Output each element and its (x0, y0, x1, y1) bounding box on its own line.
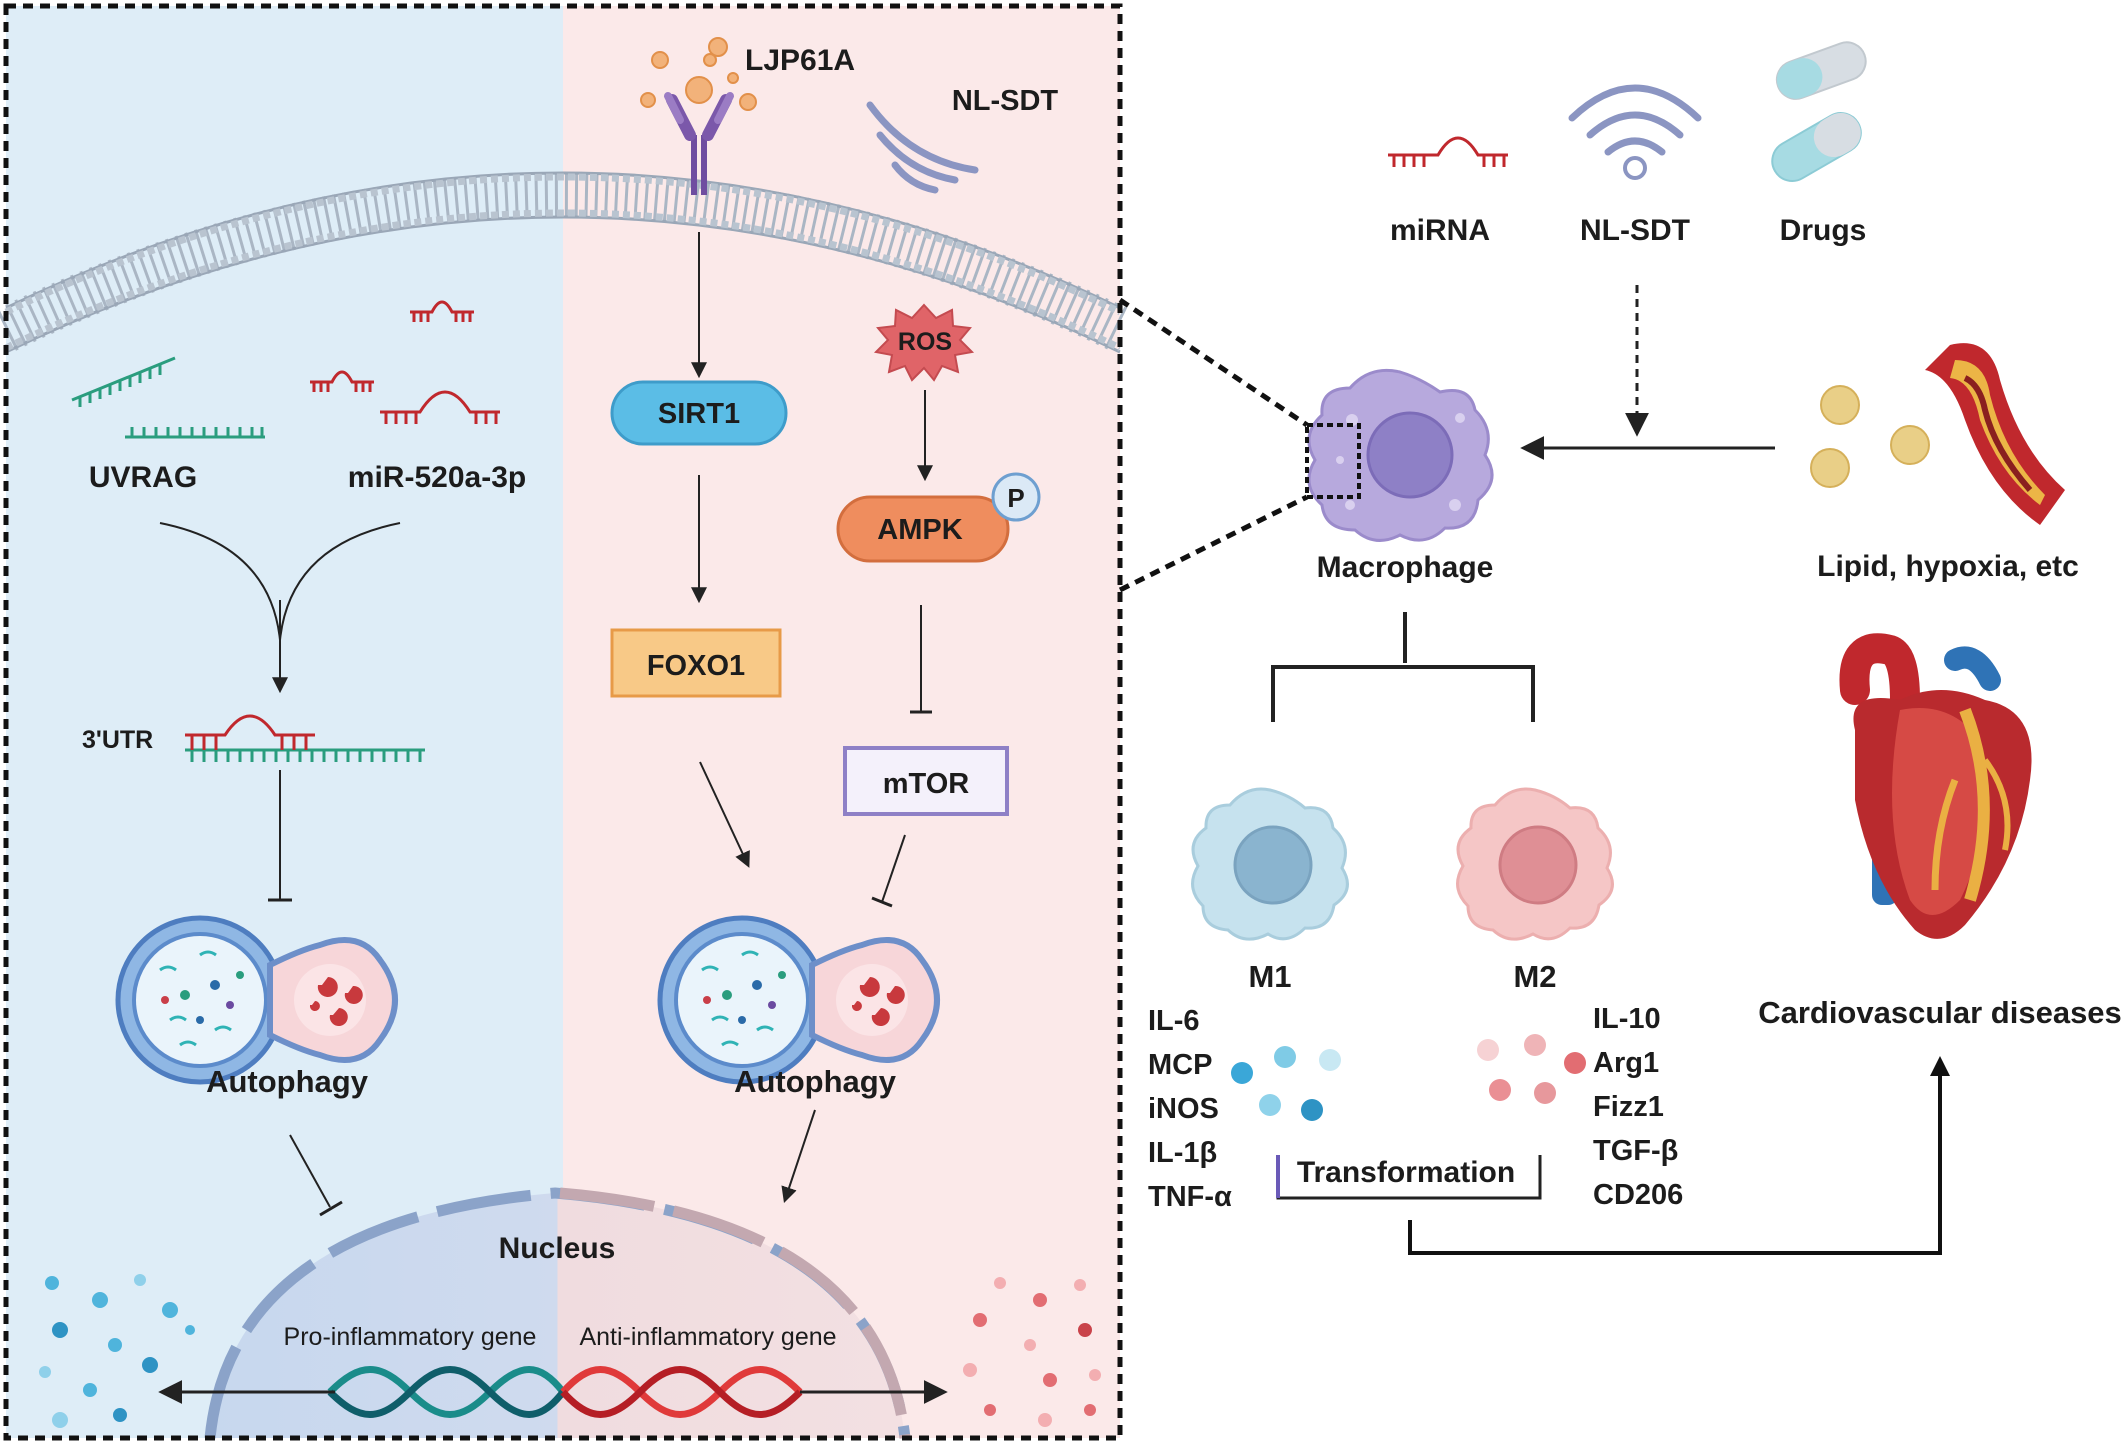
nl-sdt-wifi-dot (1623, 156, 1647, 180)
m2-cytokine-dots (1477, 1034, 1586, 1104)
nl-sdt-wifi-icon (1568, 84, 1702, 156)
m2-marker: Fizz1 (1593, 1091, 1664, 1123)
autophagy-label-right: Autophagy (734, 1064, 897, 1099)
foxo1-to-autophagy-arrow (699, 761, 750, 868)
ljp61a-label: LJP61A (745, 44, 855, 77)
cell-membrane (0, 171, 1131, 354)
m1-marker: IL-1β (1148, 1137, 1217, 1169)
mirna-pathway: UVRAG miR-520a-3p 3'UTR (71, 300, 526, 902)
polarization-tree (1271, 612, 1535, 722)
anti-inflammatory-gene-label: Anti-inflammatory gene (579, 1323, 836, 1351)
phosphorylation-badge (991, 472, 1041, 522)
autophagy-left-to-nucleus-inhibition (289, 1134, 331, 1208)
uvrag-mrna-strand-1 (71, 356, 176, 407)
mir-520a-3p-label: miR-520a-3p (348, 461, 526, 494)
mirna-icon (1388, 136, 1508, 167)
m1-marker: IL-6 (1148, 1005, 1200, 1037)
ampk-label: AMPK (877, 514, 962, 546)
drugs-capsules-icon (1771, 41, 1867, 182)
m2-label: M2 (1513, 959, 1556, 994)
sirt1-node (610, 380, 788, 446)
transformation-label: Transformation (1297, 1156, 1515, 1189)
m1-macrophage-cell (1191, 787, 1349, 941)
intervention-drugs-label: Drugs (1780, 214, 1867, 247)
phosphorylation-label: P (1007, 483, 1024, 513)
left-panel-dashed-border (3, 3, 1123, 1441)
free-mirna-small-2 (310, 370, 374, 392)
m1-marker: TNF-α (1148, 1181, 1232, 1213)
heart-illustration (1839, 633, 2032, 939)
uvrag-label: UVRAG (89, 461, 197, 494)
pro-inflammatory-gene-label: Pro-inflammatory gene (284, 1323, 537, 1351)
dna-helix (327, 1366, 803, 1418)
m1-label: M1 (1248, 959, 1291, 994)
converging-arc-left (159, 522, 281, 641)
foxo1-label: FOXO1 (647, 650, 745, 682)
nucleus: Nucleus Pro-inflammatory gene Anti-infla… (204, 1187, 911, 1439)
m1-marker: MCP (1148, 1049, 1212, 1081)
m1-marker-list: IL-6 MCP iNOS IL-1β TNF-α (1148, 1005, 1232, 1213)
autophagy-illustration-right (657, 915, 940, 1085)
m2-macrophage-cell (1456, 787, 1614, 941)
ampk-node (836, 495, 1010, 563)
intervention-nl-sdt-label: NL-SDT (1580, 214, 1690, 247)
nl-sdt-wave-icon-left (866, 101, 979, 194)
atherosclerotic-vessel-icon (1925, 343, 2065, 525)
transformation-to-disease-arrow (1408, 1056, 1950, 1255)
left-panel: Nucleus Pro-inflammatory gene Anti-infla… (0, 3, 1131, 1441)
ljp61a-ligand-particles (640, 37, 757, 111)
stimuli-label: Lipid, hypoxia, etc (1817, 550, 2079, 583)
three-prime-utr-label: 3'UTR (82, 726, 153, 754)
right-panel: miRNA NL-SDT Drugs (1148, 41, 2122, 1255)
m1-cytokine-dots (1231, 1046, 1341, 1121)
lipid-droplets-icon (1810, 385, 1930, 488)
sirt1-label: SIRT1 (658, 398, 740, 430)
zoom-connector-top (1118, 297, 1309, 428)
nl-sdt-label-left: NL-SDT (952, 85, 1059, 117)
intervention-mirna-label: miRNA (1390, 214, 1490, 247)
mtor-label: mTOR (883, 768, 970, 800)
m1-marker: iNOS (1148, 1093, 1219, 1125)
cardiovascular-diseases-label: Cardiovascular diseases (1758, 995, 2122, 1030)
macrophage-zoom-box (1305, 423, 1361, 499)
foxo1-node (610, 628, 782, 698)
macrophage-cell (1305, 368, 1494, 542)
m2-marker-list: IL-10 Arg1 Fizz1 TGF-β CD206 (1593, 1003, 1683, 1211)
m2-marker: TGF-β (1593, 1135, 1678, 1167)
mtor-inhibition-bar (871, 896, 893, 908)
autophagy-right-to-nucleus-arrow (781, 1109, 816, 1204)
free-mirna-small-1 (410, 300, 474, 322)
m2-marker: CD206 (1593, 1179, 1683, 1211)
autophagy-left-inhibition-bar (319, 1200, 343, 1217)
pro-inflammatory-cytokine-dots (39, 1274, 195, 1428)
nucleus-label: Nucleus (499, 1232, 616, 1265)
ros-burst-node (873, 303, 975, 382)
zoom-connector-bottom (1118, 494, 1309, 593)
ljp61a-receptor (664, 92, 734, 195)
macrophage-label: Macrophage (1317, 551, 1494, 584)
ros-label: ROS (898, 328, 952, 356)
autophagy-label-left: Autophagy (206, 1064, 369, 1099)
utr-mirna-complex (185, 714, 425, 762)
mtor-node (843, 746, 1009, 816)
converging-arc-right (279, 522, 401, 641)
anti-inflammatory-cytokine-dots (963, 1277, 1101, 1427)
mir-520a-3p-strand (380, 390, 500, 424)
mtor-to-autophagy-inhibition (881, 834, 906, 903)
m2-marker: IL-10 (1593, 1003, 1661, 1035)
m2-marker: Arg1 (1593, 1047, 1659, 1079)
autophagy-illustration-left (115, 915, 398, 1085)
uvrag-mrna (125, 427, 265, 439)
